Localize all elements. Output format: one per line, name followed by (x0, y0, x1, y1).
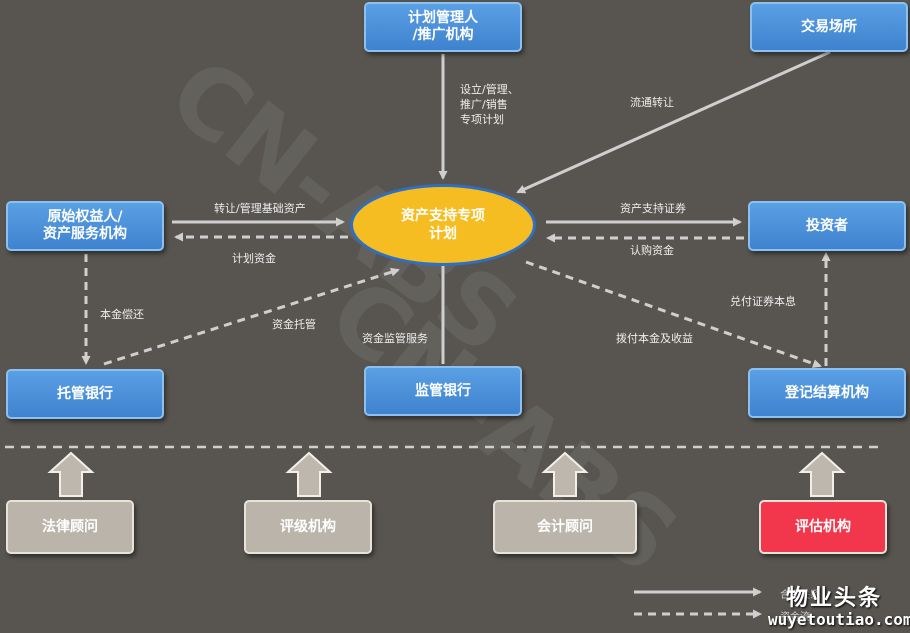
node-supervisory-bank[interactable]: 监管银行 (364, 366, 522, 416)
node-custodian-bank-label: 托管银行 (57, 385, 113, 402)
node-registrar-label: 登记结算机构 (785, 384, 869, 401)
node-legal-counsel[interactable]: 法律顾问 (6, 500, 134, 554)
brand-url: wuyetoutiao.com (768, 610, 910, 629)
up-arrow-valuation (798, 451, 846, 497)
node-investor[interactable]: 投资者 (748, 201, 906, 251)
node-supervisory-bank-label: 监管银行 (415, 382, 471, 399)
node-plan-manager[interactable]: 计划管理人 /推广机构 (364, 2, 522, 52)
edge-label-setup-manage: 设立/管理、 推广/销售 专项计划 (460, 83, 519, 126)
node-plan-manager-label: 计划管理人 /推广机构 (408, 10, 478, 43)
node-originator-label: 原始权益人/ 资产服务机构 (43, 209, 127, 242)
node-exchange[interactable]: 交易场所 (750, 2, 908, 52)
arrow-spv-to-registrar (525, 260, 822, 368)
up-arrow-accounting (541, 451, 589, 497)
node-exchange-label: 交易场所 (801, 18, 857, 35)
edge-label-transfer-assets: 转让/管理基础资产 (214, 202, 306, 215)
node-spv[interactable]: 资产支持专项 计划 (350, 184, 536, 266)
edge-label-redeem: 兑付证券本息 (730, 295, 796, 308)
edge-label-principal-repay: 本金偿还 (100, 308, 144, 321)
edge-label-fund-supervision: 资金监管服务 (362, 332, 428, 345)
node-accountant-label: 会计顾问 (537, 518, 593, 535)
node-valuation-agency[interactable]: 评估机构 (759, 500, 887, 554)
legend-dashed-label: 资金流 (780, 612, 810, 623)
node-accountant[interactable]: 会计顾问 (493, 500, 637, 554)
node-investor-label: 投资者 (806, 217, 848, 234)
up-arrow-legal (47, 451, 95, 497)
node-registrar[interactable]: 登记结算机构 (748, 368, 906, 418)
node-originator[interactable]: 原始权益人/ 资产服务机构 (6, 201, 164, 251)
node-rating-agency[interactable]: 评级机构 (244, 500, 372, 554)
edge-label-circulation-transfer: 流通转让 (630, 96, 674, 109)
node-rating-agency-label: 评级机构 (280, 518, 336, 535)
legend-solid-label: 合同关系 (780, 590, 820, 601)
node-custodian-bank[interactable]: 托管银行 (6, 369, 164, 419)
arrow-exchange-to-spv (516, 50, 831, 194)
edge-label-plan-funds: 计划资金 (232, 252, 276, 265)
edge-label-custody: 资金托管 (272, 318, 316, 331)
node-spv-label: 资产支持专项 计划 (401, 208, 485, 242)
edge-label-subscription-funds: 认购资金 (630, 244, 674, 257)
brand-name: 物业头条 (786, 586, 883, 611)
arrow-custodian-to-spv (103, 267, 400, 366)
edge-label-payout: 拨付本金及收益 (616, 332, 693, 345)
node-legal-counsel-label: 法律顾问 (42, 518, 98, 535)
node-valuation-agency-label: 评估机构 (795, 518, 851, 535)
edge-label-abs-securities: 资产支持证券 (620, 202, 686, 215)
up-arrow-rating (285, 451, 333, 497)
